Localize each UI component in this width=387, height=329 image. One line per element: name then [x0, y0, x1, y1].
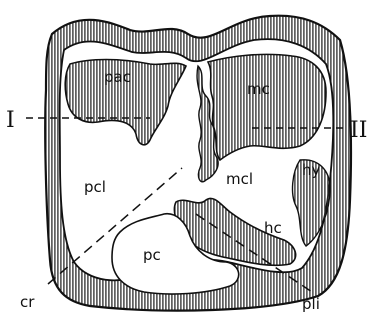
- label-section-II: II: [350, 118, 367, 143]
- label-mc: mc: [247, 80, 270, 98]
- label-pli: pli: [302, 295, 320, 313]
- label-hc: hc: [264, 219, 282, 237]
- label-hy: hy: [302, 161, 321, 179]
- label-mcl: mcl: [226, 170, 253, 188]
- label-cr: cr: [20, 293, 35, 311]
- label-pc: pc: [143, 246, 161, 264]
- label-pac: pac: [104, 68, 131, 86]
- label-pcl: pcl: [84, 178, 106, 196]
- label-section-I: I: [6, 108, 15, 133]
